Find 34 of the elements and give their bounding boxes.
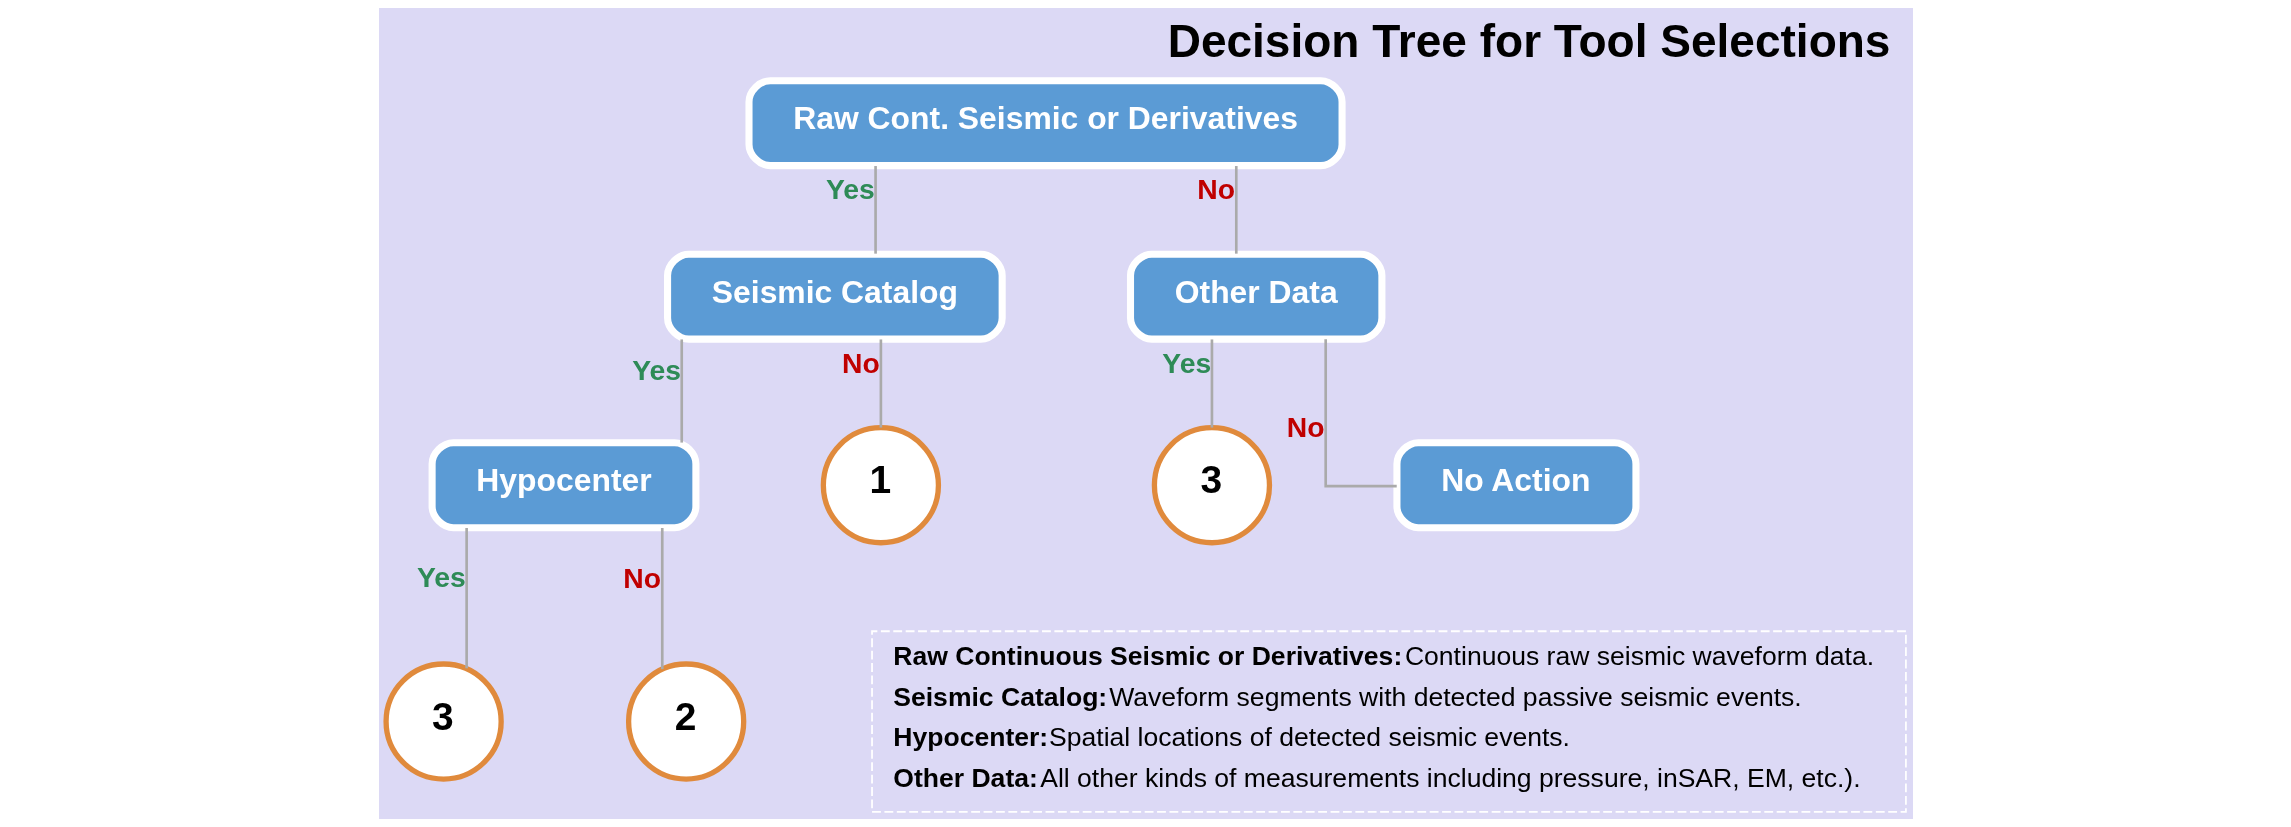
label: Hypocenter: [892,722,1048,753]
edge-label: No [841,346,880,379]
connector [1234,166,1238,254]
edge-label: Yes [416,561,466,594]
node-box: Raw Cont. Seismic or Derivatives [744,77,1346,170]
connector [464,528,468,669]
edge-label: Yes [825,172,875,205]
node-circle: 2 [625,661,746,782]
edge-label: No [622,561,661,594]
label: Continuous raw seismic waveform data. [1404,640,1874,671]
node-box: Seismic Catalog [663,250,1006,343]
connector [679,339,683,443]
connector [873,166,877,254]
connector [1210,339,1213,428]
edge-label: No [1286,411,1324,444]
label: Other Data: [892,763,1038,794]
connector [1323,339,1397,488]
diagram-title: Decision Tree for Tool Selections [1167,15,1890,68]
label: All other kinds of measurements including pressure, inSAR, EM, etc.). [1039,763,1861,794]
connector [660,528,664,670]
connector [879,339,882,428]
node-circle: 1 [820,425,941,546]
label: Raw Continuous Seismic or Derivatives: [892,640,1402,671]
edge-label: No [1196,172,1235,205]
label: Waveform segments with detected passive seismic events. [1108,681,1802,712]
edge-label: Yes [631,354,681,387]
node-circle: 3 [382,661,504,782]
node-box: Hypocenter [428,439,699,532]
node-circle: 3 [1151,425,1272,546]
edge-label: Yes [1161,346,1211,379]
node-box: No Action [1392,439,1639,532]
node-box: Other Data [1126,250,1385,343]
label: Spatial locations of detected seismic events. [1048,722,1570,753]
label: Seismic Catalog: [892,681,1107,712]
